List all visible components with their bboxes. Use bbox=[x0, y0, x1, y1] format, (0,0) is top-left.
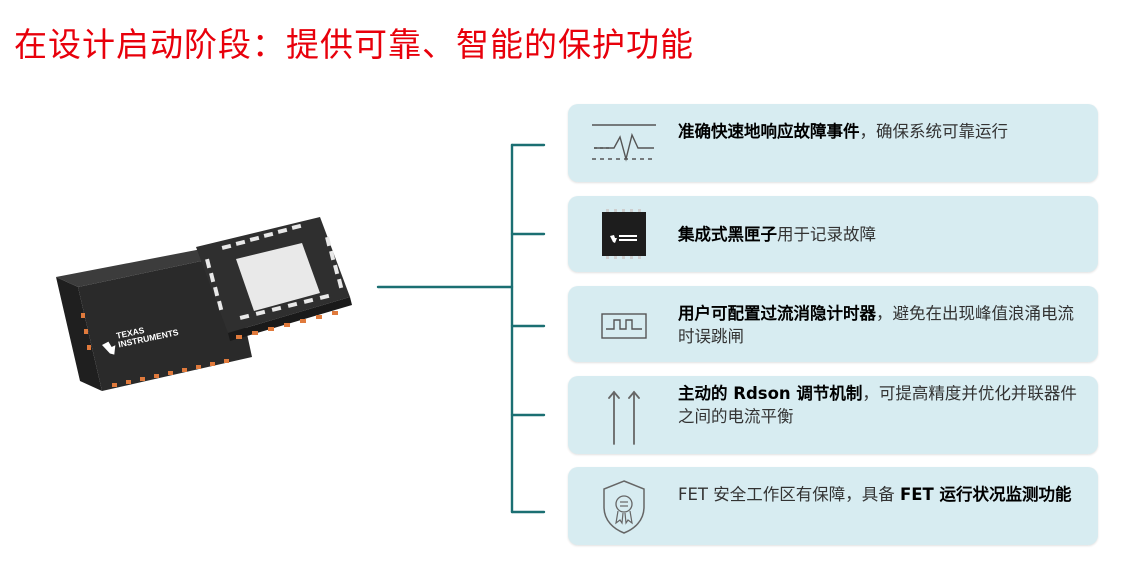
feature-bold: FET 运行状况监测功能 bbox=[900, 485, 1072, 504]
feature-normal: ，避免在出现峰值浪涌电流时误跳闸 bbox=[678, 304, 1074, 346]
feature-normal: ，可提高精度并优化并联器件之间的电流平衡 bbox=[678, 384, 1077, 426]
feature-card-black-box: 集成式黑匣子用于记录故障 bbox=[568, 196, 1098, 272]
feature-normal: ，确保系统可靠运行 bbox=[859, 122, 1009, 141]
feature-card-rdson: 主动的 Rdson 调节机制，可提高精度并优化并联器件之间的电流平衡 bbox=[568, 376, 1098, 454]
feature-bold: 主动的 Rdson 调节机制 bbox=[678, 384, 863, 403]
shield-certificate-icon bbox=[603, 480, 645, 534]
feature-text: 主动的 Rdson 调节机制，可提高精度并优化并联器件之间的电流平衡 bbox=[678, 382, 1084, 428]
feature-bold: 用户可配置过流消隐计时器 bbox=[678, 304, 876, 323]
feature-card-fault-response: 准确快速地响应故障事件，确保系统可靠运行 bbox=[568, 104, 1098, 182]
chip-illustration: TEXAS INSTRUMENTS bbox=[56, 217, 352, 391]
feature-normal: FET 安全工作区有保障，具备 bbox=[678, 485, 900, 504]
page-title: 在设计启动阶段：提供可靠、智能的保护功能 bbox=[14, 25, 694, 64]
black-box-chip-icon bbox=[602, 209, 646, 259]
feature-bold: 集成式黑匣子 bbox=[678, 225, 777, 244]
up-arrows-icon bbox=[608, 390, 640, 445]
waveform-icon bbox=[592, 124, 656, 162]
chip-top-view: TEXAS INSTRUMENTS bbox=[56, 247, 252, 391]
feature-card-blanking-timer: 用户可配置过流消隐计时器，避免在出现峰值浪涌电流时误跳闸 bbox=[568, 286, 1098, 362]
feature-text: FET 安全工作区有保障，具备 FET 运行状况监测功能 bbox=[678, 483, 1084, 506]
feature-bold: 准确快速地响应故障事件 bbox=[678, 122, 860, 141]
feature-text: 用户可配置过流消隐计时器，避免在出现峰值浪涌电流时误跳闸 bbox=[678, 302, 1084, 348]
feature-text: 准确快速地响应故障事件，确保系统可靠运行 bbox=[678, 120, 1084, 143]
feature-text: 集成式黑匣子用于记录故障 bbox=[678, 223, 1084, 246]
feature-normal: 用于记录故障 bbox=[777, 225, 876, 244]
chip-bottom-view bbox=[196, 217, 352, 341]
pulse-timer-icon bbox=[601, 313, 647, 339]
feature-card-fet-soa: FET 安全工作区有保障，具备 FET 运行状况监测功能 bbox=[568, 467, 1098, 545]
